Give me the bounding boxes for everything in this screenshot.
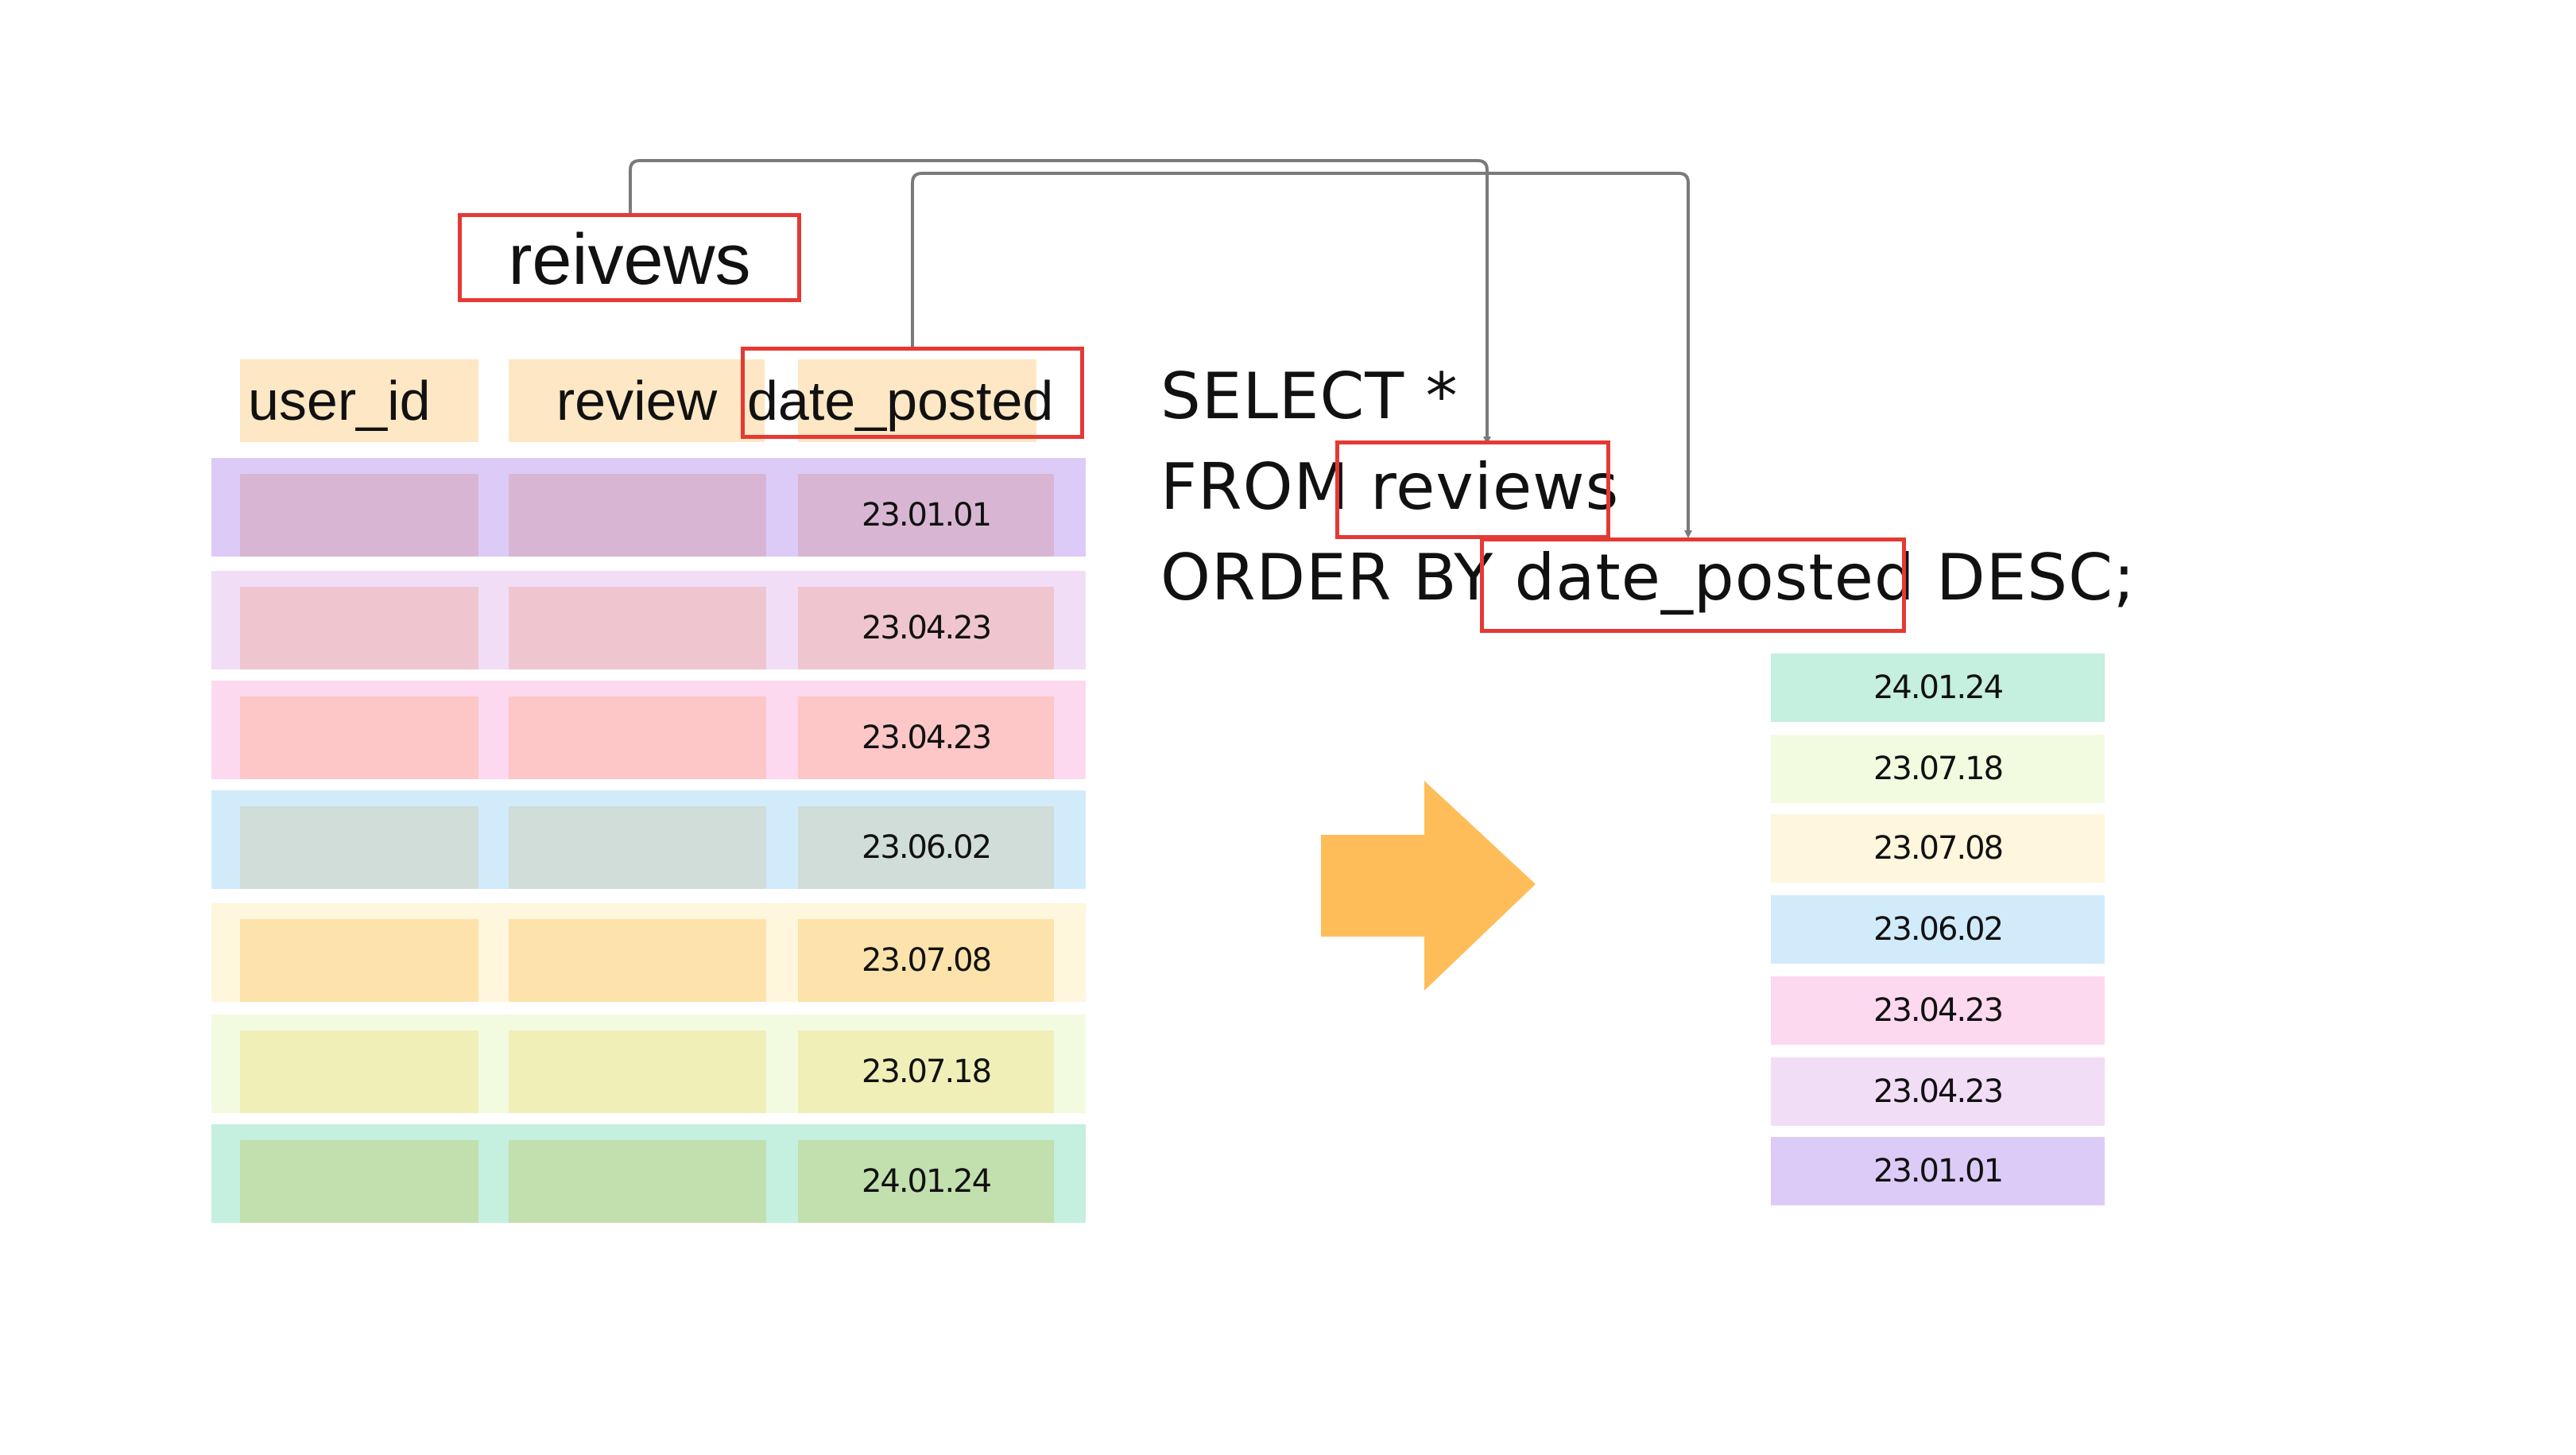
right-arrow-icon xyxy=(1321,781,1536,991)
review-cell xyxy=(509,587,766,669)
source-table-row: 23.07.08 xyxy=(211,903,1086,1002)
source-table-row: 23.04.23 xyxy=(211,681,1086,779)
user-id-cell xyxy=(240,806,478,889)
user-id-cell xyxy=(240,474,478,557)
date-posted-cell: 24.01.24 xyxy=(798,1140,1054,1223)
sql-column-date-posted: date_posted xyxy=(1514,541,1916,615)
connector-table-to-from xyxy=(629,159,1491,444)
result-row: 23.04.23 xyxy=(1771,976,2105,1045)
sql-line-from: FROM reviews xyxy=(1160,450,1619,524)
date-posted-cell: 23.04.23 xyxy=(798,587,1054,669)
column-header-date-posted-bg xyxy=(798,359,1036,442)
result-row: 24.01.24 xyxy=(1771,654,2105,722)
sql-keyword-order-by: ORDER BY xyxy=(1160,541,1494,615)
result-row: 23.07.08 xyxy=(1771,814,2105,883)
review-cell xyxy=(509,919,766,1002)
date-posted-cell: 23.07.18 xyxy=(798,1030,1054,1113)
column-header-user-id: user_id xyxy=(240,359,478,442)
reviews-highlight-box xyxy=(1335,440,1610,539)
user-id-cell xyxy=(240,587,478,669)
sql-line-order-by: ORDER BY date_posted DESC; xyxy=(1160,541,2136,615)
source-table-row: 23.01.01 xyxy=(211,458,1086,557)
table-name-label: reivews xyxy=(458,213,801,302)
review-cell xyxy=(509,1140,766,1223)
user-id-cell xyxy=(240,919,478,1002)
result-row: 23.06.02 xyxy=(1771,895,2105,964)
sql-line-select: SELECT * xyxy=(1160,359,1458,433)
sql-table-reviews: reviews xyxy=(1370,450,1620,524)
result-row: 23.07.18 xyxy=(1771,735,2105,803)
column-header-review: review xyxy=(509,359,765,442)
user-id-cell xyxy=(240,696,478,779)
user-id-cell xyxy=(240,1140,478,1223)
date-posted-cell: 23.01.01 xyxy=(798,474,1054,557)
source-table-row: 24.01.24 xyxy=(211,1124,1086,1223)
sql-keyword-desc: DESC; xyxy=(1936,541,2136,615)
review-cell xyxy=(509,806,766,889)
date-posted-cell: 23.06.02 xyxy=(798,806,1054,889)
source-table-row: 23.06.02 xyxy=(211,790,1086,889)
connector-column-to-orderby xyxy=(911,172,1692,538)
result-row: 23.04.23 xyxy=(1771,1057,2105,1126)
date-posted-query-highlight-box xyxy=(1480,537,1906,633)
sql-keyword-from: FROM xyxy=(1160,450,1350,524)
review-cell xyxy=(509,696,766,779)
date-posted-highlight-box xyxy=(741,347,1084,439)
date-posted-cell: 23.04.23 xyxy=(798,696,1054,779)
review-cell xyxy=(509,474,766,557)
result-row: 23.01.01 xyxy=(1771,1137,2105,1205)
source-table-row: 23.07.18 xyxy=(211,1015,1086,1113)
user-id-cell xyxy=(240,1030,478,1113)
date-posted-cell: 23.07.08 xyxy=(798,919,1054,1002)
column-header-date-posted: date_posted xyxy=(747,370,1054,432)
review-cell xyxy=(509,1030,766,1113)
source-table-row: 23.04.23 xyxy=(211,571,1086,669)
